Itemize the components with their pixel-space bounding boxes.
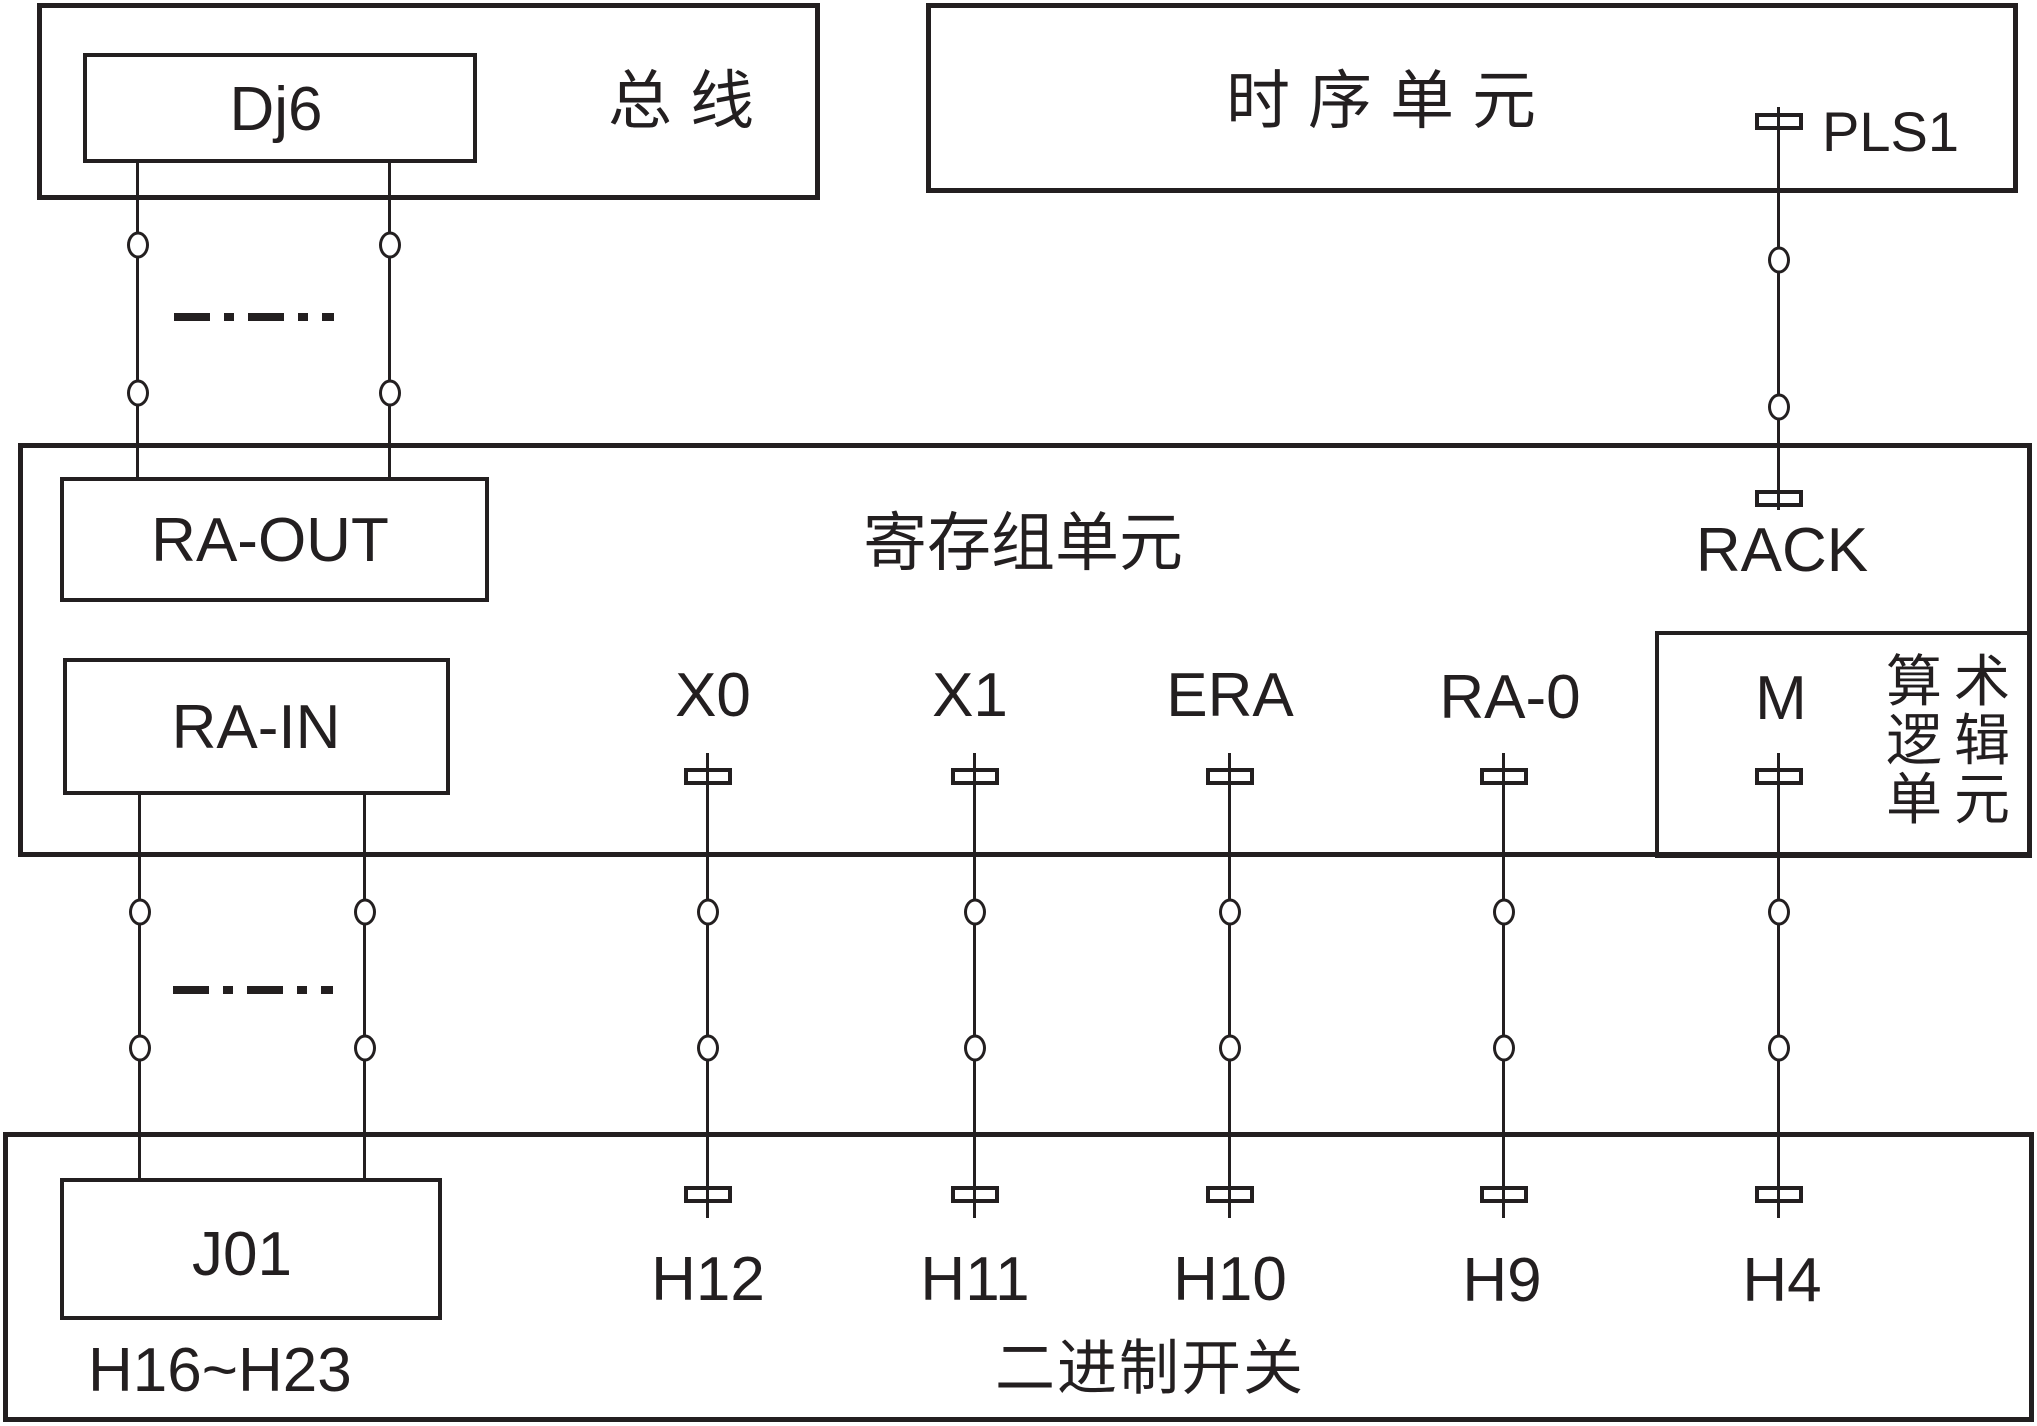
connector-plug-icon xyxy=(1755,490,1803,507)
bus-unit-box xyxy=(37,3,820,200)
register-unit-label: 寄存组单元 xyxy=(863,507,1183,579)
timing-unit-label: 时序单元 xyxy=(1226,65,1554,137)
connector-plug-icon xyxy=(1206,1186,1254,1203)
junction-circle xyxy=(1768,1034,1790,1062)
connection-line xyxy=(1228,753,1231,1218)
connector-plug-icon xyxy=(951,768,999,785)
junction-circle xyxy=(1768,898,1790,926)
connector-plug-icon xyxy=(684,768,732,785)
ra-out-chip-box xyxy=(60,477,489,602)
connector-plug-icon xyxy=(1206,768,1254,785)
junction-circle xyxy=(1768,393,1790,421)
connector-plug-icon xyxy=(1755,113,1803,130)
signal-label-ra0: RA-0 xyxy=(1439,663,1581,732)
pls1-signal-label: PLS1 xyxy=(1822,100,1959,163)
connection-line xyxy=(973,753,976,1218)
connector-plug-icon xyxy=(1480,768,1528,785)
dj6-chip-label: Dj6 xyxy=(229,75,323,144)
bus-unit-label: 总线 xyxy=(608,65,772,137)
connector-plug-icon xyxy=(1755,768,1803,785)
junction-circle xyxy=(1219,1034,1241,1062)
junction-circle xyxy=(697,898,719,926)
junction-circle xyxy=(1219,898,1241,926)
junction-circle xyxy=(1493,898,1515,926)
connection-line xyxy=(136,163,139,477)
signal-label-x0: X0 xyxy=(675,661,751,730)
switch-label-h4: H4 xyxy=(1742,1246,1822,1315)
alu-label-line: 逻辑 xyxy=(1886,709,2022,772)
signal-label-era: ERA xyxy=(1166,661,1294,730)
signal-label-m: M xyxy=(1755,664,1807,733)
alu-unit-label: 算术 逻辑 单元 xyxy=(1886,652,2022,829)
switch-label-h12: H12 xyxy=(651,1245,765,1314)
ra-in-chip-label: RA-IN xyxy=(171,693,341,762)
junction-circle xyxy=(127,379,149,407)
alu-unit-box xyxy=(1655,631,2032,858)
ra-out-chip-label: RA-OUT xyxy=(151,506,389,575)
ellipsis-dashdot-icon xyxy=(174,313,334,321)
junction-circle xyxy=(964,1034,986,1062)
junction-circle xyxy=(379,379,401,407)
connection-line xyxy=(1502,753,1505,1218)
junction-circle xyxy=(1768,246,1790,274)
ellipsis-dashdot-icon xyxy=(173,986,333,994)
switch-label-h11: H11 xyxy=(920,1245,1030,1314)
connection-line xyxy=(1777,753,1780,1218)
junction-circle xyxy=(127,231,149,259)
relay-range-label: H16~H23 xyxy=(88,1336,352,1405)
junction-circle xyxy=(379,231,401,259)
rack-signal-label: RACK xyxy=(1695,516,1869,585)
alu-label-line: 算术 xyxy=(1886,650,2022,713)
junction-circle xyxy=(964,898,986,926)
junction-circle xyxy=(697,1034,719,1062)
dj6-chip-box xyxy=(83,53,477,163)
junction-circle xyxy=(129,898,151,926)
j01-chip-label: J01 xyxy=(192,1220,292,1289)
junction-circle xyxy=(1493,1034,1515,1062)
connection-line xyxy=(363,795,366,1178)
connection-line xyxy=(388,163,391,477)
junction-circle xyxy=(354,898,376,926)
junction-circle xyxy=(354,1034,376,1062)
ra-in-chip-box xyxy=(63,658,450,795)
connector-plug-icon xyxy=(951,1186,999,1203)
alu-label-line: 单元 xyxy=(1886,768,2022,831)
junction-circle xyxy=(129,1034,151,1062)
connection-line xyxy=(138,795,141,1178)
connector-plug-icon xyxy=(1755,1186,1803,1203)
switch-label-h9: H9 xyxy=(1462,1246,1542,1315)
switch-unit-label: 二进制开关 xyxy=(995,1335,1305,1402)
connector-plug-icon xyxy=(684,1186,732,1203)
timing-unit-box xyxy=(926,3,2018,193)
connection-line xyxy=(706,753,709,1218)
signal-label-x1: X1 xyxy=(932,661,1008,730)
j01-chip-box xyxy=(60,1178,442,1320)
switch-unit-box xyxy=(3,1132,2034,1422)
connector-plug-icon xyxy=(1480,1186,1528,1203)
connection-line xyxy=(1777,107,1780,510)
switch-label-h10: H10 xyxy=(1173,1245,1287,1314)
